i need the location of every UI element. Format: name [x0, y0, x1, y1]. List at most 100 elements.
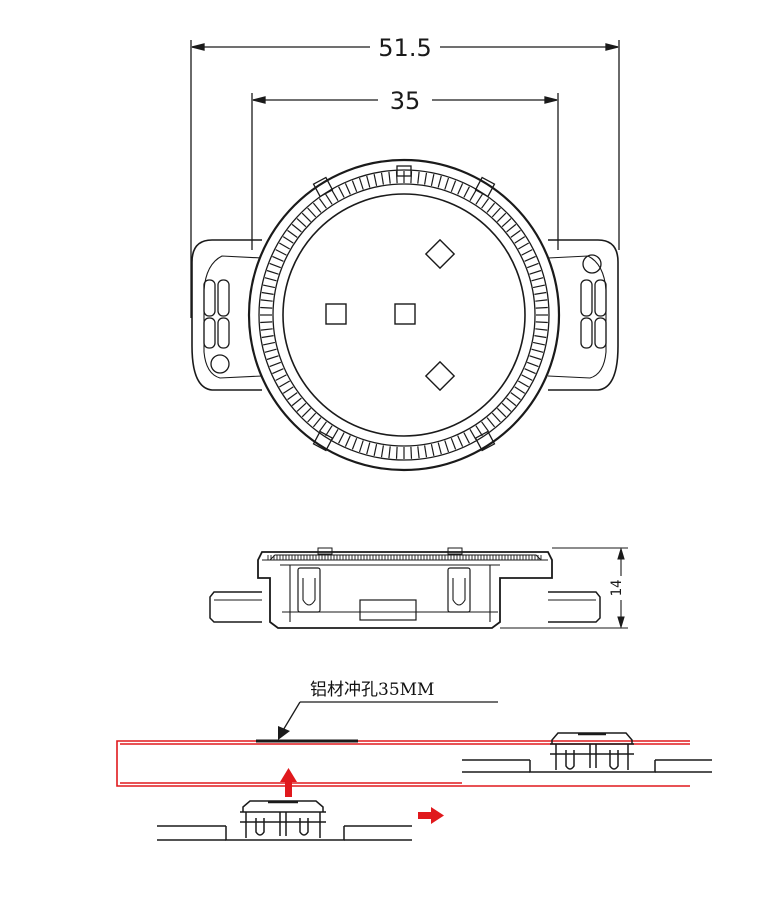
- ring-tooth: [535, 328, 548, 331]
- ring-tooth: [514, 386, 526, 394]
- ring-tooth: [312, 202, 322, 213]
- ring-tooth: [521, 374, 533, 381]
- ring-tooth: [535, 299, 548, 302]
- ring-tooth: [524, 368, 536, 375]
- ring-tooth: [518, 242, 529, 250]
- ring-tooth: [496, 407, 507, 418]
- ring-tooth: [358, 177, 364, 190]
- top-view: [191, 158, 619, 472]
- ring-tooth: [275, 374, 287, 381]
- aluminum-profile: [116, 740, 690, 787]
- ring-clip-tabs: [312, 165, 496, 452]
- ring-tooth: [373, 173, 378, 187]
- ring-tooth: [318, 421, 327, 432]
- ring-tooth: [491, 412, 501, 423]
- ring-tooth: [287, 229, 298, 238]
- ring-tooth: [279, 242, 290, 250]
- ring-tooth: [380, 445, 384, 458]
- ring-tooth: [388, 171, 391, 184]
- ring-tooth: [514, 236, 526, 244]
- height-label: 14: [609, 580, 625, 597]
- ring-tooth: [351, 180, 358, 193]
- ring-tooth: [424, 445, 428, 458]
- ring-tooth: [291, 223, 302, 233]
- ring-tooth: [287, 392, 298, 401]
- ring-tooth: [430, 173, 435, 187]
- left-mounting-flange: [191, 239, 263, 391]
- ring-tooth: [475, 193, 483, 205]
- slide-right-arrow: [418, 807, 444, 824]
- right-mounting-flange: [547, 239, 619, 391]
- ring-tooth: [312, 417, 322, 428]
- ring-tooth: [534, 335, 547, 339]
- ring-tooth: [296, 402, 307, 412]
- ring-tooth: [491, 207, 501, 218]
- ring-tooth: [529, 269, 542, 275]
- ring-tooth: [291, 397, 302, 407]
- ring-tooth: [373, 443, 378, 457]
- ring-tooth: [450, 180, 457, 193]
- ring-tooth: [535, 306, 548, 309]
- ring-tooth: [338, 186, 345, 198]
- ring-tooth: [417, 171, 420, 184]
- ring-tooth: [275, 249, 287, 256]
- ring-tooth: [307, 412, 317, 423]
- ring-tooth: [532, 341, 546, 346]
- ring-tooth: [331, 190, 339, 201]
- insert-up-arrow: [280, 768, 297, 797]
- ring-tooth: [358, 440, 364, 453]
- ring-tooth: [269, 361, 282, 368]
- ring-tooth: [395, 446, 398, 459]
- ring-tooth: [307, 207, 317, 218]
- ring-tooth: [481, 198, 490, 209]
- ring-tooth: [282, 386, 294, 394]
- ring-tooth: [532, 284, 546, 289]
- ring-tooth: [444, 177, 450, 190]
- led-chips: [325, 238, 456, 392]
- ring-tooth: [463, 186, 470, 198]
- ring-tooth: [526, 262, 539, 269]
- ring-tooth: [475, 425, 483, 437]
- ring-tooth: [531, 348, 544, 353]
- ring-tooth: [424, 172, 428, 185]
- led-chip: [424, 360, 456, 392]
- side-view: [209, 547, 601, 629]
- ring-tooth: [506, 223, 517, 233]
- ring-tooth: [262, 284, 276, 289]
- ring-tooth: [344, 183, 351, 195]
- ring-tooth: [410, 446, 413, 459]
- led-chip: [325, 303, 347, 325]
- ring-tooth: [325, 425, 333, 437]
- ring-tooth: [301, 407, 312, 418]
- ring-tooth: [264, 348, 277, 353]
- ring-tooth: [506, 397, 517, 407]
- ring-tooth: [501, 402, 512, 412]
- outer-width-label: 51.5: [378, 34, 431, 62]
- ring-tooth: [266, 269, 279, 275]
- ring-tooth: [529, 355, 542, 361]
- ring-tooth: [301, 212, 312, 223]
- ring-tooth: [272, 255, 284, 262]
- ring-tooth: [501, 218, 512, 228]
- ring-tooth: [534, 291, 547, 295]
- ring-tooth: [260, 306, 273, 309]
- ring-tooth: [521, 249, 533, 256]
- ring-tooth: [366, 442, 371, 455]
- ring-teeth: [260, 171, 548, 459]
- ring-tooth: [486, 202, 496, 213]
- inner-width-label: 35: [390, 87, 421, 115]
- ring-tooth: [264, 277, 277, 282]
- ring-tooth: [272, 368, 284, 375]
- ring-tooth: [296, 218, 307, 228]
- ring-tooth: [463, 432, 470, 444]
- ring-tooth: [510, 392, 521, 401]
- ring-tooth: [437, 175, 442, 188]
- ring-tooth: [535, 321, 548, 324]
- ring-tooth: [526, 361, 539, 368]
- ring-tooth: [450, 437, 457, 450]
- inner-width-dimension: [251, 93, 559, 250]
- ring-tooth: [524, 255, 536, 262]
- ring-tooth: [366, 175, 371, 188]
- led-chip: [424, 238, 456, 270]
- outer-width-dimension: [190, 40, 620, 318]
